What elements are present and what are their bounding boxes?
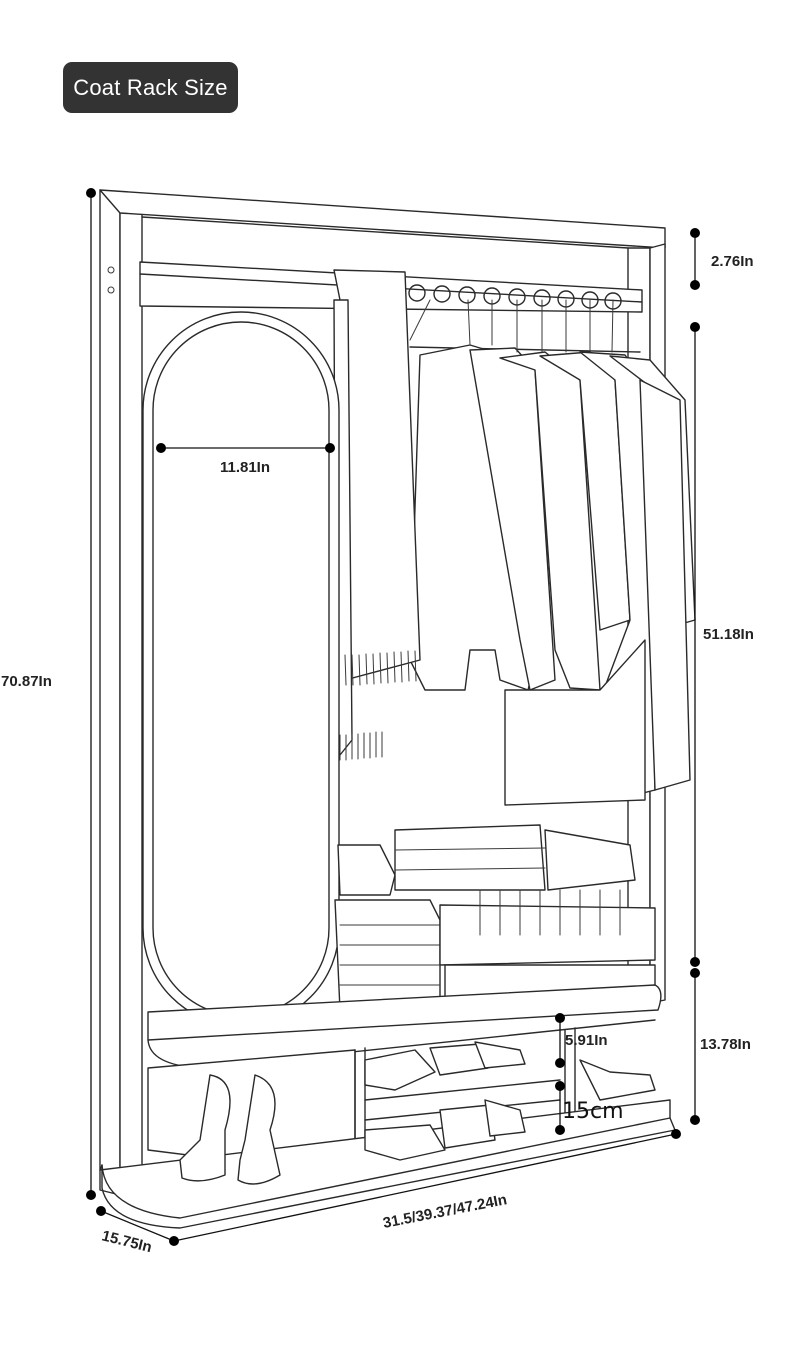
width-options-label: 31.5/39.37/47.24In	[382, 1191, 509, 1232]
dim-point	[96, 1206, 106, 1216]
dim-point	[555, 1081, 565, 1091]
total-height-label: 70.87In	[1, 673, 52, 690]
mirror-width-label: 11.81In	[220, 459, 270, 476]
dim-point	[690, 228, 700, 238]
dim-point	[325, 443, 335, 453]
shoes	[179, 1041, 656, 1185]
bottom-section-height-label: 13.78In	[700, 1036, 751, 1053]
hanging-height-label: 51.18In	[703, 626, 754, 643]
folded-clothes	[334, 824, 656, 1011]
dim-point	[690, 1115, 700, 1125]
top-gap-label: 2.76In	[711, 253, 754, 270]
hanging-clothes	[409, 299, 696, 806]
mirror	[142, 311, 340, 1027]
dim-point	[86, 188, 96, 198]
scarf	[333, 269, 421, 761]
dim-point	[156, 443, 166, 453]
title-badge: Coat Rack Size	[63, 62, 238, 113]
dim-point	[169, 1236, 179, 1246]
dimension-points	[86, 188, 700, 1246]
dim-point	[671, 1129, 681, 1139]
dim-point	[690, 968, 700, 978]
dim-point	[690, 280, 700, 290]
shoe-gap-inch-label: 5.91In	[565, 1032, 608, 1049]
depth-label: 15.75In	[100, 1227, 153, 1256]
dimension-lines	[90, 193, 696, 1242]
dim-point	[86, 1190, 96, 1200]
title-text: Coat Rack Size	[73, 74, 228, 100]
hooks	[408, 284, 622, 310]
shoe-gap-cm-label: 15cm	[562, 1099, 624, 1124]
dim-point	[690, 957, 700, 967]
dim-point	[690, 322, 700, 332]
dim-point	[555, 1125, 565, 1135]
dim-point	[555, 1013, 565, 1023]
dim-point	[555, 1058, 565, 1068]
